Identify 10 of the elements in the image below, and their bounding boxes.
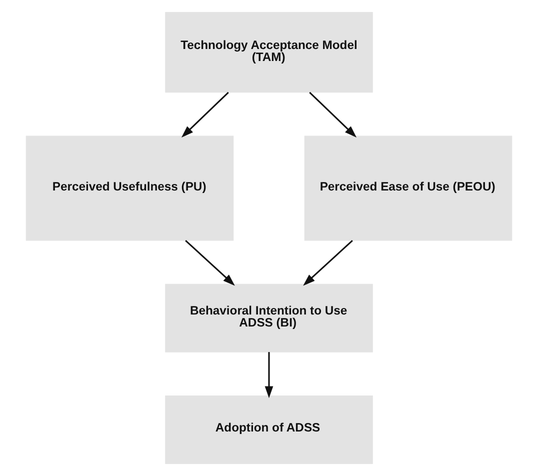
arrow (181, 92, 229, 138)
node-box: Technology Acceptance Model (TAM) (165, 12, 373, 93)
node-box: Perceived Ease of Use (PEOU) (304, 136, 512, 241)
node-box: Perceived Usefulness (PU) (26, 136, 234, 241)
arrow (303, 240, 353, 286)
node-box: Behavioral Intention to Use ADSS (BI) (165, 284, 373, 352)
arrow (185, 240, 235, 286)
arrow (309, 92, 357, 138)
node-box: Adoption of ADSS (165, 395, 373, 464)
arrow (264, 352, 274, 398)
